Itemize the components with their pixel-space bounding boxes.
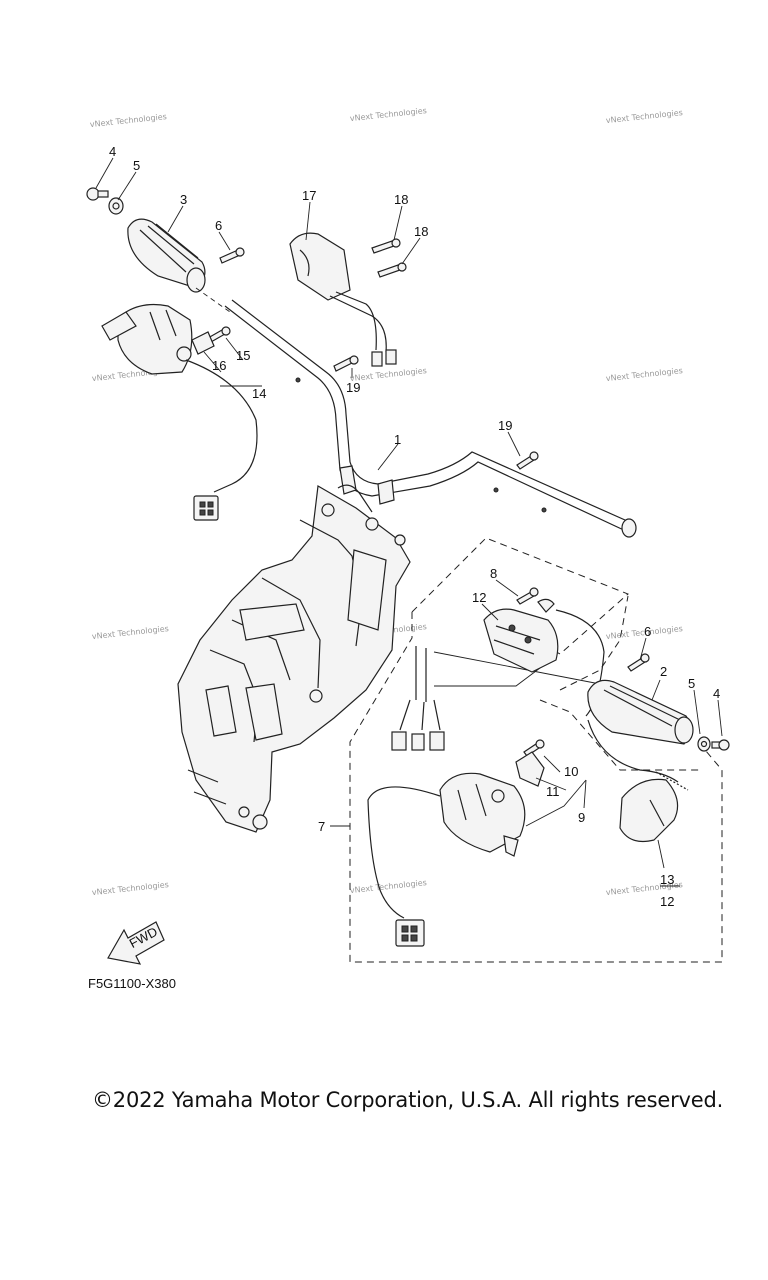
callout-14: 14 <box>252 386 266 401</box>
callout-19: 19 <box>346 380 360 395</box>
watermark: vNext Technologies <box>91 624 169 641</box>
callout-5: 5 <box>688 676 695 691</box>
callout-1: 1 <box>394 432 401 447</box>
watermark: vNext Technologies <box>349 366 427 383</box>
callout-17: 17 <box>302 188 316 203</box>
steering-column <box>177 484 411 833</box>
callout-6: 6 <box>215 218 222 233</box>
right-grip <box>587 679 730 752</box>
screws <box>207 238 650 757</box>
fwd-arrow: FWD <box>107 921 165 965</box>
callout-12: 12 <box>472 590 486 605</box>
callout-12: 12 <box>660 894 674 909</box>
callout-10: 10 <box>564 764 578 779</box>
callout-15: 15 <box>236 348 250 363</box>
left-grip <box>86 187 231 313</box>
watermark: vNext Technologies <box>89 112 167 129</box>
callout-8: 8 <box>490 566 497 581</box>
callout-18: 18 <box>414 224 428 239</box>
watermark: vNext Technologies <box>605 366 683 383</box>
lanyard-switch <box>587 719 689 843</box>
watermark: vNext Technologies <box>605 108 683 125</box>
watermark: vNext Technologies <box>91 880 169 897</box>
callout-9: 9 <box>578 810 585 825</box>
callouts: 4 5 3 6 17 18 18 16 15 14 19 1 19 8 12 6… <box>109 144 720 909</box>
switch-assembly-top <box>289 232 397 367</box>
callout-3: 3 <box>180 192 187 207</box>
left-switch-housing <box>101 303 258 521</box>
callout-18: 18 <box>394 192 408 207</box>
copyright-notice: ©2022 Yamaha Motor Corporation, U.S.A. A… <box>92 1088 724 1112</box>
callout-11: 11 <box>546 784 560 799</box>
callout-2: 2 <box>660 664 667 679</box>
leader-lines <box>95 157 723 887</box>
callout-4: 4 <box>713 686 720 701</box>
callout-5: 5 <box>133 158 140 173</box>
watermark: vNext Technologies <box>349 106 427 123</box>
handlebar <box>224 299 637 538</box>
callout-19: 19 <box>498 418 512 433</box>
figure-reference: F5G1100-X380 <box>88 976 176 991</box>
switch-box <box>391 598 605 751</box>
watermark: vNext Technologies <box>349 878 427 895</box>
callout-16: 16 <box>212 358 226 373</box>
bracket <box>191 331 215 355</box>
callout-13: 13 <box>660 872 674 887</box>
throttle-housing <box>367 751 545 947</box>
callout-4: 4 <box>109 144 116 159</box>
parts-diagram: vNext Technologies vNext Technologies vN… <box>86 106 730 965</box>
callout-6: 6 <box>644 624 651 639</box>
callout-7: 7 <box>318 819 325 834</box>
